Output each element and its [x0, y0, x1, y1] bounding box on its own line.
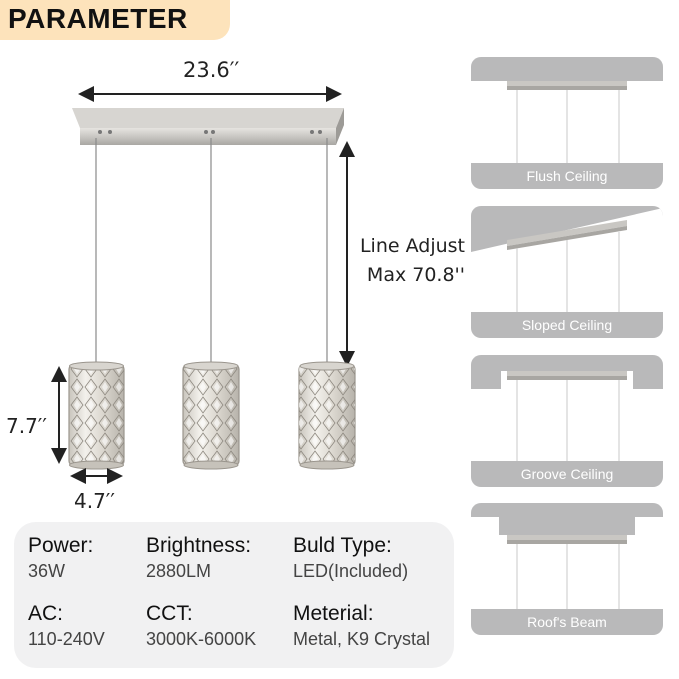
- flush-ceiling-illustration: [471, 57, 663, 163]
- page-title: PARAMETER: [8, 3, 188, 34]
- pendant-shade-left: [68, 361, 125, 470]
- install-flush-ceiling: Flush Ceiling: [471, 57, 663, 189]
- spec-label: Brightness:: [146, 534, 252, 557]
- spec-ac: AC: 110-240V: [28, 602, 105, 650]
- pendant-shade-center: [182, 361, 240, 470]
- spec-label: AC:: [28, 602, 64, 625]
- spec-brightness: Brightness: 2880LM: [146, 534, 251, 582]
- install-caption: Roof's Beam: [527, 614, 607, 630]
- spec-bulb-type: Buld Type: LED(Included): [293, 534, 408, 582]
- spec-value: LED(Included): [293, 561, 409, 581]
- spec-panel: Power: 36W Brightness: 2880LM Buld Type:…: [14, 522, 454, 668]
- install-caption: Groove Ceiling: [520, 466, 614, 482]
- install-groove-ceiling: Groove Ceiling: [471, 355, 663, 487]
- groove-ceiling-illustration: [471, 355, 663, 461]
- spec-label: Buld Type:: [293, 534, 392, 557]
- canopy-bar: [72, 108, 344, 145]
- install-caption: Flush Ceiling: [526, 168, 608, 184]
- width-dimension: 23.6′′: [183, 58, 240, 82]
- line-adjust-label: Line Adjust Max 70.8'': [350, 232, 465, 290]
- install-caption: Sloped Ceiling: [521, 317, 613, 333]
- sloped-ceiling-illustration: [471, 206, 663, 312]
- roof-beam-illustration: [471, 503, 663, 609]
- spec-value: 36W: [28, 561, 66, 581]
- spec-cct: CCT: 3000K-6000K: [146, 602, 256, 650]
- spec-material: Meterial: Metal, K9 Crystal: [293, 602, 430, 650]
- spec-value: 3000K-6000K: [146, 629, 257, 649]
- spec-value: 2880LM: [146, 561, 212, 581]
- line-adjust-line1: Line Adjust: [359, 235, 465, 257]
- spec-label: Power:: [28, 534, 94, 557]
- shade-width-dimension: 4.7′′: [74, 489, 115, 513]
- parameter-badge: PARAMETER: [0, 0, 230, 40]
- install-roof-beam: Roof's Beam: [471, 503, 663, 635]
- shade-height-dimension: 7.7′′: [6, 414, 47, 438]
- spec-power: Power: 36W: [28, 534, 93, 582]
- spec-label: Meterial:: [293, 602, 374, 625]
- pendant-shade-right: [298, 361, 356, 470]
- spec-value: Metal, K9 Crystal: [293, 629, 431, 649]
- spec-label: CCT:: [146, 602, 193, 625]
- line-adjust-line2: Max 70.8'': [366, 264, 465, 286]
- spec-value: 110-240V: [28, 629, 105, 649]
- install-sloped-ceiling: Sloped Ceiling: [471, 206, 663, 338]
